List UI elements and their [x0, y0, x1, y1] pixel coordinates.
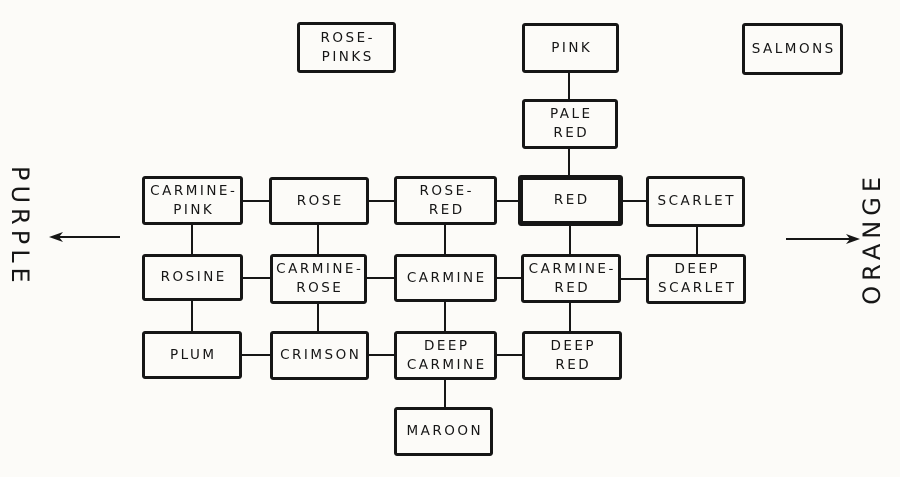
- edge-pink-pale-red: [568, 73, 570, 99]
- edge-red-carmine-red: [569, 226, 571, 254]
- node-scarlet: SCARLET: [646, 176, 745, 227]
- node-deep-red: DEEP RED: [522, 331, 622, 380]
- node-red: RED: [518, 175, 623, 226]
- edge-rose-red-carmine: [444, 225, 446, 254]
- node-crimson: CRIMSON: [270, 331, 369, 380]
- edge-carmine-pink-rose: [243, 200, 270, 202]
- edge-rosine-plum: [191, 301, 193, 331]
- node-plum: PLUM: [142, 331, 242, 379]
- edge-carmine-rose-crimson: [317, 304, 319, 331]
- edge-plum-crimson: [242, 354, 271, 356]
- orange-axis-label: ORANGE: [858, 172, 886, 305]
- edge-deep-carmine-deep-red: [497, 354, 523, 356]
- node-salmons: SALMONS: [742, 23, 843, 75]
- edge-crimson-deep-carmine: [369, 354, 395, 356]
- purple-axis-label: PURPLE: [6, 166, 34, 288]
- node-pink: PINK: [522, 23, 619, 73]
- node-maroon: MAROON: [394, 407, 493, 456]
- node-carmine-rose: CARMINE- ROSE: [270, 254, 367, 304]
- edge-rose-rose-red: [369, 200, 395, 202]
- node-carmine: CARMINE: [394, 254, 497, 302]
- right-arrow-icon: [786, 234, 860, 244]
- node-deep-scarlet: DEEP SCARLET: [646, 254, 746, 304]
- edge-rose-carmine-rose: [317, 225, 319, 254]
- left-arrow-icon: [49, 232, 120, 242]
- edge-red-scarlet: [622, 200, 647, 202]
- edge-scarlet-deep-scarlet: [696, 227, 698, 254]
- edge-carmine-deep-carmine: [444, 302, 446, 331]
- node-rose: ROSE: [269, 177, 369, 225]
- edge-carmine-pink-rosine: [191, 225, 193, 254]
- edge-deep-carmine-maroon: [444, 380, 446, 407]
- edge-carmine-red-deep-red: [569, 303, 571, 331]
- edge-pale-red-red: [568, 149, 570, 176]
- edge-carmine-rose-carmine: [367, 277, 395, 279]
- node-carmine-red: CARMINE- RED: [521, 254, 621, 303]
- node-carmine-pink: CARMINE- PINK: [142, 176, 243, 225]
- edge-carmine-carmine-red: [497, 277, 522, 279]
- node-rosine: ROSINE: [142, 254, 243, 301]
- node-rose-red: ROSE- RED: [394, 176, 497, 225]
- node-deep-carmine: DEEP CARMINE: [394, 331, 497, 380]
- edge-rose-red-red: [497, 200, 519, 202]
- edge-rosine-carmine-rose: [243, 277, 271, 279]
- edge-carmine-red-deep-scarlet: [621, 278, 647, 280]
- node-rose-pinks: ROSE- PINKS: [297, 22, 396, 73]
- node-pale-red: PALE RED: [522, 99, 618, 149]
